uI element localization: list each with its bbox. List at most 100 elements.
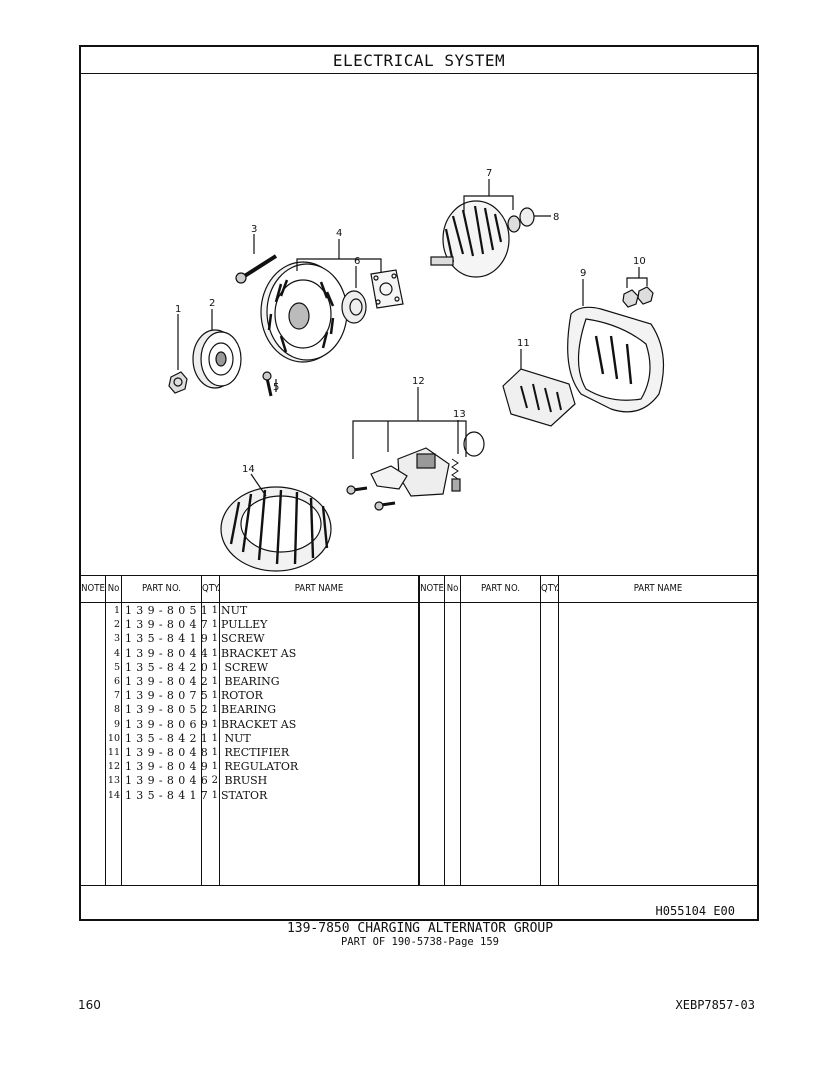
- item-number: 8: [113, 704, 120, 716]
- part-name: NUT: [221, 604, 248, 617]
- part-number: 139-8049: [125, 760, 213, 774]
- callout-label: 14: [242, 464, 255, 475]
- callout-label: 11: [517, 338, 530, 349]
- part-number: 139-8069: [125, 717, 213, 731]
- document-id: XEBP7857-03: [675, 998, 755, 1012]
- section-title: ELECTRICAL SYSTEM: [81, 47, 757, 74]
- part-name: BRACKET AS: [221, 717, 297, 731]
- quantity: 1: [211, 647, 218, 659]
- callout-label: 3: [251, 224, 257, 235]
- quantity: 1: [211, 633, 218, 645]
- item-number: 5: [113, 661, 120, 673]
- part-name: SCREW: [221, 632, 265, 646]
- part-number: 135-8417: [125, 788, 213, 802]
- column-divider: [460, 576, 461, 886]
- callout-label: 1: [175, 304, 181, 315]
- callout-label: 7: [486, 168, 492, 179]
- part-number: 135-8419: [125, 632, 213, 646]
- quantity: 2: [211, 775, 218, 787]
- header-qty-right: QTY.: [541, 576, 559, 603]
- header-part-no: PART NO.: [122, 576, 201, 603]
- column-divider: [444, 576, 445, 886]
- column-divider: [558, 576, 559, 886]
- quantity: 1: [211, 747, 218, 758]
- part-name: SCREW: [221, 660, 269, 674]
- drawing-code: H055104 E00: [655, 904, 735, 918]
- quantity: 1: [211, 718, 218, 730]
- part-number: 139-8051: [125, 604, 213, 617]
- column-divider: [418, 576, 420, 886]
- quantity: 1: [211, 704, 218, 716]
- part-name: STATOR: [221, 788, 268, 802]
- part-number: 135-8420: [125, 660, 213, 674]
- quantity: 1: [211, 732, 218, 744]
- part-number: 139-8075: [125, 689, 213, 703]
- part-number: 139-8048: [125, 746, 213, 759]
- header-qty: QTY.: [202, 576, 220, 603]
- part-number: 139-8044: [125, 646, 213, 660]
- quantity: 1: [211, 661, 218, 673]
- table-bottom-rule: [81, 885, 757, 886]
- part-name: REGULATOR: [221, 760, 299, 774]
- part-number: 139-8046: [125, 774, 213, 788]
- alternator-exploded-diagram: 1 2 3 4 5 6 7 8 9 10 11 12 13 14: [168, 168, 665, 572]
- callout-label: 13: [453, 409, 466, 420]
- part-name: BRACKET AS: [221, 646, 297, 660]
- item-number: 1: [113, 605, 120, 616]
- item-number: 14: [107, 789, 120, 801]
- part-name: RECTIFIER: [221, 746, 290, 759]
- part-name: ROTOR: [221, 689, 263, 703]
- parts-table: NOTE No PART NO. QTY. PART NAME NOTE No …: [81, 575, 757, 886]
- item-number: 3: [113, 633, 120, 645]
- part-number: 139-8052: [125, 703, 213, 717]
- item-number: 10: [107, 732, 120, 744]
- part-name: NUT: [221, 731, 251, 745]
- column-divider: [105, 576, 106, 886]
- part-name: BEARING: [221, 675, 280, 688]
- quantity: 1: [211, 605, 218, 616]
- header-part-name-right: PART NAME: [559, 576, 757, 603]
- item-number: 11: [107, 747, 120, 758]
- quantity: 1: [211, 761, 218, 773]
- header-no-right: No: [445, 576, 460, 603]
- item-number: 13: [107, 775, 120, 787]
- group-subtitle: PART OF 190-5738-Page 159: [340, 936, 500, 948]
- column-divider: [540, 576, 541, 886]
- item-number: 6: [113, 676, 120, 687]
- part-name: PULLEY: [221, 618, 268, 632]
- callout-label: 2: [209, 298, 215, 309]
- callout-label: 4: [336, 228, 342, 239]
- quantity: 1: [211, 619, 218, 631]
- header-note-right: NOTE: [420, 576, 444, 603]
- quantity: 1: [211, 690, 218, 702]
- header-part-name: PART NAME: [220, 576, 418, 603]
- callout-label: 5: [273, 382, 279, 393]
- callout-label: 12: [412, 376, 425, 387]
- header-part-no-right: PART NO.: [461, 576, 540, 603]
- part-number: 139-8047: [125, 618, 213, 632]
- item-number: 12: [107, 761, 120, 773]
- callout-label: 10: [633, 256, 646, 267]
- item-number: 2: [113, 619, 120, 631]
- column-divider: [219, 576, 220, 886]
- item-number: 4: [113, 647, 120, 659]
- part-number: 139-8042: [125, 675, 213, 688]
- callout-label: 9: [580, 268, 586, 279]
- column-divider: [121, 576, 122, 886]
- part-number: 135-8421: [125, 731, 213, 745]
- group-title: 139-7850 CHARGING ALTERNATOR GROUP: [286, 921, 554, 936]
- callout-label: 6: [354, 256, 360, 267]
- parts-frame: ELECTRICAL SYSTEM: [79, 45, 759, 921]
- item-number: 7: [113, 690, 120, 702]
- header-note: NOTE: [81, 576, 105, 603]
- column-divider: [201, 576, 202, 886]
- part-name: BEARING: [221, 703, 277, 717]
- quantity: 1: [211, 789, 218, 801]
- page-number: 160: [78, 998, 101, 1012]
- item-number: 9: [113, 718, 120, 730]
- header-no: No: [106, 576, 121, 603]
- exploded-view-illustration: 1 2 3 4 5 6 7 8 9 10 11 12 13 14: [81, 74, 757, 575]
- part-name: BRUSH: [221, 774, 268, 788]
- callout-label: 8: [553, 212, 559, 223]
- quantity: 1: [211, 676, 218, 687]
